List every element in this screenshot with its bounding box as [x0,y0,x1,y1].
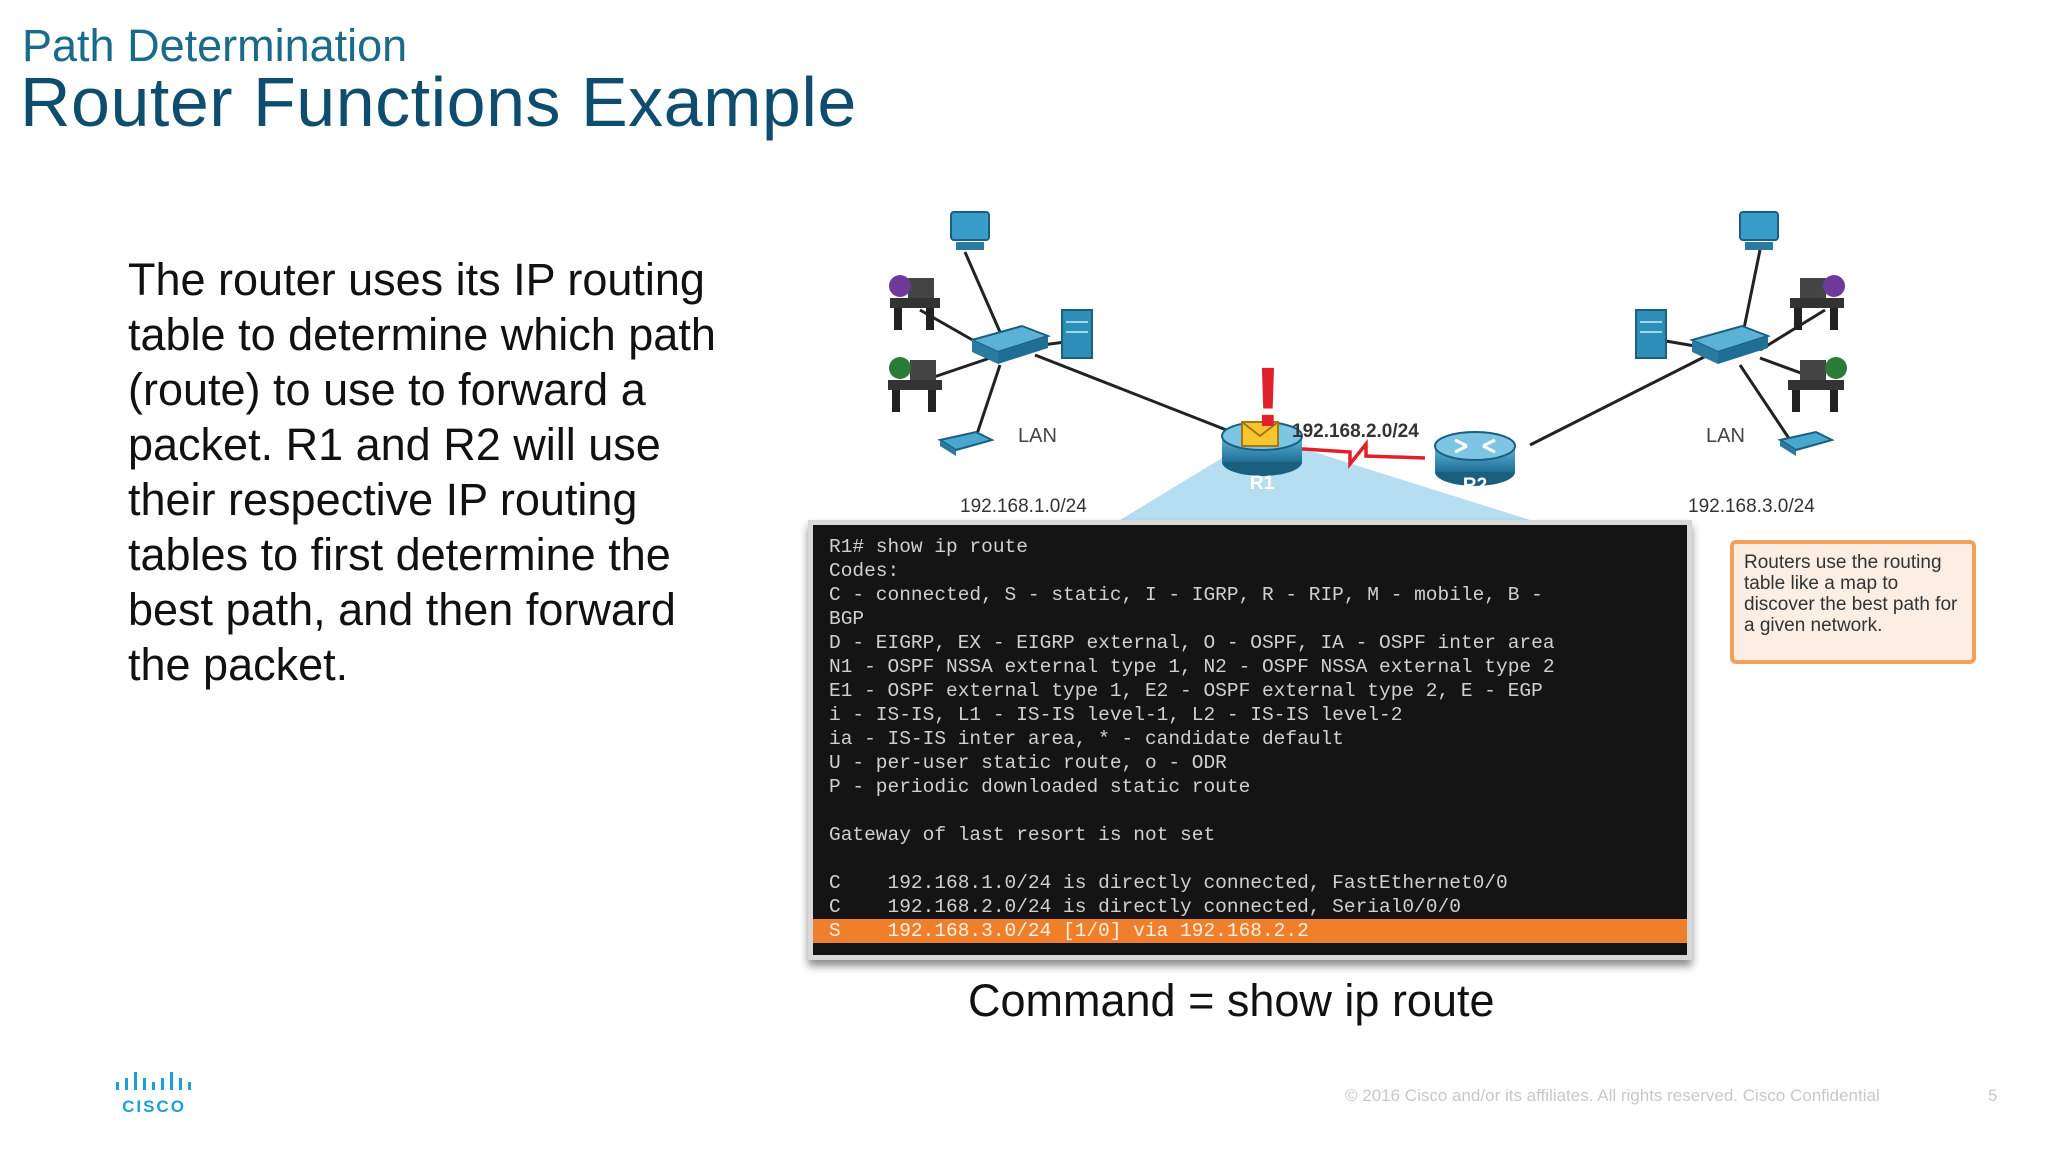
copyright-notice: © 2016 Cisco and/or its affiliates. All … [1345,1086,1880,1105]
terminal-line: C 192.168.1.0/24 is directly connected, … [829,872,1508,894]
serial-link [1287,439,1426,469]
terminal-line-highlighted: S 192.168.3.0/24 [1/0] via 192.168.2.2 [813,919,1687,943]
callout-box: Routers use the routing table like a map… [1730,540,1976,664]
alert-icon: ! [1254,350,1282,444]
ip-phone-icon-right [1777,430,1835,456]
svg-text:CISCO: CISCO [122,1097,186,1116]
pc-icon-top-left [950,211,990,250]
terminal-line: R1# show ip route [829,536,1028,558]
lan-label-right: LAN [1706,425,1745,447]
terminal-line: C - connected, S - static, I - IGRP, R -… [829,584,1543,606]
body-paragraph: The router uses its IP routing table to … [128,254,716,690]
server-icon-left [1061,309,1093,359]
network-label-left: 192.168.1.0/24 [960,496,1087,517]
terminal-line: BGP [829,608,865,630]
user-workstation-icon-right-2 [1788,357,1847,412]
terminal-line [829,847,1673,871]
page-number: 5 [1988,1086,1998,1105]
server-icon-right [1635,309,1667,359]
router-label-r1: R1 [1250,473,1275,494]
switch-icon-left [969,324,1052,364]
network-diagram: R1 ! R2 LAN LAN 192.168.2.0/24 192.168.1… [888,211,1847,520]
terminal-line: ia - IS-IS inter area, * - candidate def… [829,728,1344,750]
terminal-line: D - EIGRP, EX - EIGRP external, O - OSPF… [829,632,1555,654]
terminal-line: E1 - OSPF external type 1, E2 - OSPF ext… [829,680,1543,702]
user-workstation-icon-left-2 [888,357,942,412]
command-caption: Command = show ip route [968,975,1495,1026]
terminal-line: C 192.168.2.0/24 is directly connected, … [829,896,1461,918]
router-icon-r2 [1434,431,1516,486]
router-label-r2: R2 [1463,475,1487,496]
switch-icon-right [1689,324,1772,364]
terminal-line [829,799,1673,823]
lan-label-left: LAN [1018,425,1057,447]
projection-wedge [1120,435,1530,520]
network-label-right: 192.168.3.0/24 [1688,496,1815,517]
terminal-line: P - periodic downloaded static route [829,776,1251,798]
user-workstation-icon-right-1 [1790,275,1845,330]
terminal-line: i - IS-IS, L1 - IS-IS level-1, L2 - IS-I… [829,704,1403,726]
cisco-logo: CISCO [116,1072,191,1116]
slide-subtitle: Path Determination [22,20,408,71]
terminal-line: Gateway of last resort is not set [829,824,1216,846]
slide-title: Router Functions Example [20,63,857,141]
router-icon-r1 [1221,421,1303,476]
right-lan-links [1529,249,1826,447]
pc-icon-top-right [1739,211,1779,250]
terminal-line: Codes: [829,560,900,582]
terminal-line: N1 - OSPF NSSA external type 1, N2 - OSP… [829,656,1555,678]
network-label-middle: 192.168.2.0/24 [1292,421,1419,442]
ip-phone-icon-left [937,430,995,456]
terminal-line: U - per-user static route, o - ODR [829,752,1227,774]
user-workstation-icon-left-1 [889,275,940,330]
